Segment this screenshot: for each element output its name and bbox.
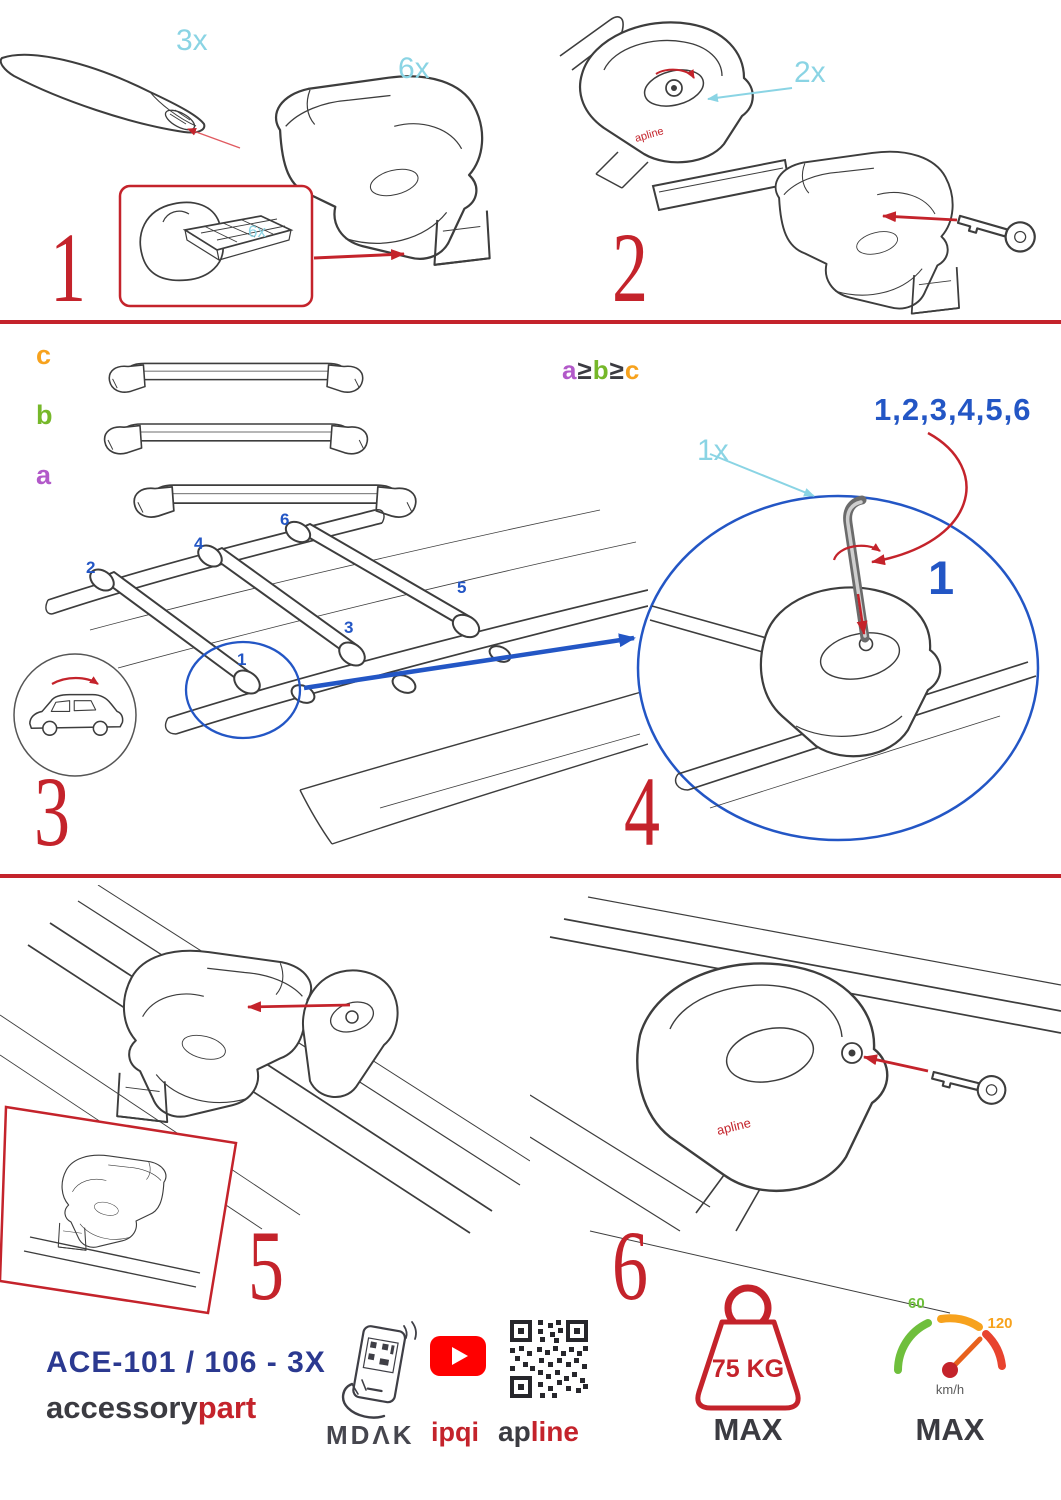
step1-foot-qty: 6x bbox=[398, 52, 430, 85]
max-load-value: 75 KG bbox=[712, 1355, 784, 1383]
key-pointer-arrow-cyan bbox=[707, 87, 793, 103]
position1-highlight-circle bbox=[184, 640, 302, 740]
mdak-logo: MDΛK bbox=[326, 1420, 415, 1450]
tightening-order: 1,2,3,4,5,6 bbox=[874, 392, 1032, 427]
step1-number: 1 bbox=[50, 212, 86, 323]
size-rule: a≥b≥c bbox=[562, 355, 640, 386]
key-icon bbox=[928, 1060, 1010, 1108]
mounted-foot-inset bbox=[0, 1105, 238, 1315]
position-number-6: 6 bbox=[280, 510, 290, 529]
detail-foot bbox=[759, 586, 942, 758]
foot-illustration bbox=[116, 949, 313, 1124]
step2-top-foot: apline bbox=[559, 16, 754, 189]
crossbar-illustration bbox=[0, 53, 206, 134]
cover-piece-illustration bbox=[302, 969, 399, 1099]
section-divider-1 bbox=[0, 320, 1061, 324]
step2-number: 2 bbox=[612, 212, 648, 323]
bar-end-arrow bbox=[187, 127, 241, 149]
max-speed-label: MAX bbox=[915, 1412, 985, 1447]
step6-illustration: apline bbox=[530, 896, 1061, 1314]
bar-label-a: a bbox=[36, 460, 52, 490]
step6-number: 6 bbox=[612, 1210, 648, 1321]
brand-logo-part1: accessory bbox=[46, 1390, 198, 1425]
step4-tool-qty: 1x bbox=[697, 434, 729, 467]
phone-qr-icon bbox=[341, 1321, 417, 1419]
section-divider-2 bbox=[0, 874, 1061, 878]
lock-turn-arrow bbox=[655, 68, 695, 79]
bar-label-c: c bbox=[36, 340, 52, 370]
speedometer-icon: 60 120 km/h bbox=[894, 1295, 1013, 1397]
apline-logo-part2: line bbox=[530, 1416, 579, 1447]
roof-illustration bbox=[45, 509, 648, 845]
crossbar-a-illustration bbox=[133, 483, 417, 519]
insert-arrow bbox=[856, 593, 868, 635]
foot-illustration: apline bbox=[636, 962, 889, 1232]
tool-pointer-arrow-cyan bbox=[709, 453, 815, 497]
size-rule-c: c bbox=[624, 355, 641, 385]
step3-number: 3 bbox=[34, 756, 70, 867]
size-rule-b: b bbox=[592, 355, 610, 385]
youtube-icon bbox=[430, 1336, 486, 1376]
first-position-number: 1 bbox=[928, 551, 955, 604]
apline-logo: apline bbox=[498, 1416, 579, 1448]
key-icon bbox=[953, 204, 1040, 257]
step2-key-qty: 2x bbox=[794, 56, 826, 89]
roof-rail-lines bbox=[530, 896, 1061, 1314]
position-number-1: 1 bbox=[237, 650, 247, 669]
cover-attach-arrow bbox=[247, 1001, 351, 1013]
pad-insert-arrow bbox=[313, 249, 405, 261]
key-insert-arrow bbox=[863, 1054, 929, 1073]
step5-number: 5 bbox=[248, 1210, 284, 1321]
roof-crossbars bbox=[89, 520, 512, 704]
position-number-3: 3 bbox=[344, 618, 354, 637]
step5-illustration bbox=[0, 885, 530, 1315]
speed-unit: km/h bbox=[936, 1382, 964, 1397]
position-number-2: 2 bbox=[86, 558, 96, 577]
position-number-5: 5 bbox=[457, 578, 467, 597]
size-rule-ge2: ≥ bbox=[609, 355, 625, 385]
brand-logo: accessorypart bbox=[46, 1390, 256, 1426]
brand-logo-part2: part bbox=[197, 1390, 257, 1425]
step4-illustration bbox=[636, 431, 1040, 842]
detail-pointer-arrow-blue bbox=[303, 633, 636, 691]
size-rule-ge1: ≥ bbox=[577, 355, 593, 385]
allen-key-icon bbox=[843, 495, 870, 643]
crossbar-c-illustration bbox=[108, 362, 364, 394]
key-insert-arrow bbox=[882, 211, 958, 223]
size-rule-a: a bbox=[562, 355, 578, 385]
speed-green-value: 60 bbox=[908, 1295, 925, 1312]
apline-logo-part1: ap bbox=[498, 1416, 531, 1447]
rubber-pad-illustration bbox=[139, 201, 294, 282]
crossbar-b-illustration bbox=[103, 423, 369, 455]
speed-red-value: 120 bbox=[987, 1315, 1012, 1332]
bar-label-b: b bbox=[36, 400, 53, 430]
max-load-label: MAX bbox=[713, 1412, 783, 1447]
step1-bar-qty: 3x bbox=[176, 24, 208, 57]
step2-illustration: apline bbox=[559, 16, 1040, 315]
qr-code-icon bbox=[510, 1320, 588, 1398]
product-code: ACE-101 / 106 - 3X bbox=[46, 1346, 326, 1379]
car-direction-arrow bbox=[51, 676, 99, 685]
car-direction-inset bbox=[13, 653, 137, 777]
order-sequence-arrow bbox=[871, 431, 968, 566]
ipqi-logo: ipqi bbox=[431, 1417, 479, 1447]
step1-illustration bbox=[0, 53, 491, 308]
step3-illustration bbox=[13, 362, 648, 845]
step2-bottom-assembly bbox=[651, 150, 1040, 315]
rotate-arrow bbox=[832, 543, 881, 561]
weight-icon: 75 KG bbox=[695, 1284, 801, 1411]
step4-number: 4 bbox=[624, 756, 660, 867]
step1-pad-qty: 6x bbox=[248, 222, 266, 241]
position-number-4: 4 bbox=[194, 534, 204, 553]
foot-illustration bbox=[774, 150, 961, 315]
